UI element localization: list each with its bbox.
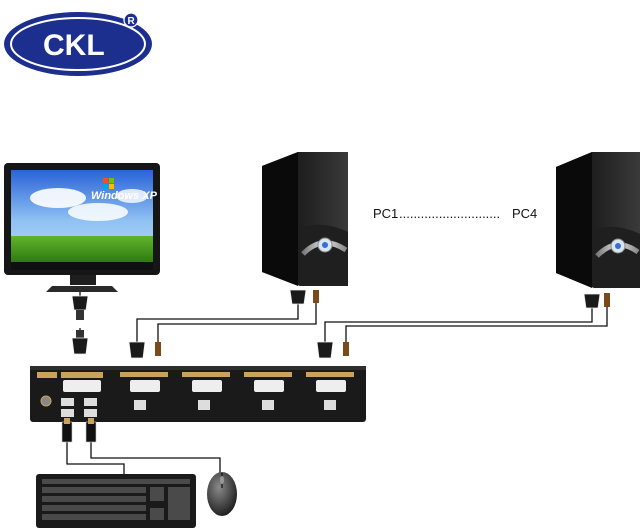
keyboard [36,474,196,528]
pc-range-label-dots: ............................ [399,206,500,221]
ckl-logo: CKL R [4,12,152,76]
pc-range-label-start: PC1 [373,206,398,221]
kvm-port-group-2 [182,372,230,410]
kvm-switch [30,366,366,422]
pc-tower-1 [262,152,348,286]
kvm-port1-connectors [128,341,161,359]
logo-text: CKL [43,29,105,62]
pc-tower-4 [556,152,640,288]
usb-plug-mouse [85,418,97,443]
monitor-vga-connector-top [71,295,89,320]
cables [66,292,608,474]
mouse [207,472,237,516]
pc1-video-connector [289,289,319,305]
screen-os-text: Windows XP [91,190,158,202]
kvm-port4-connectors [316,341,349,359]
kvm-port-group-4 [306,372,354,410]
monitor-vga-connector-bottom [71,330,89,355]
kvm-port-group-1 [120,372,168,410]
registered-mark: R [128,16,136,27]
monitor: Windows XP [4,163,160,292]
windows-logo-icon [103,178,114,189]
kvm-port-group-3 [244,372,292,410]
pc-range-label-end: PC4 [512,206,537,221]
usb-plug-keyboard [61,418,73,443]
pc4-video-connector [583,293,610,309]
